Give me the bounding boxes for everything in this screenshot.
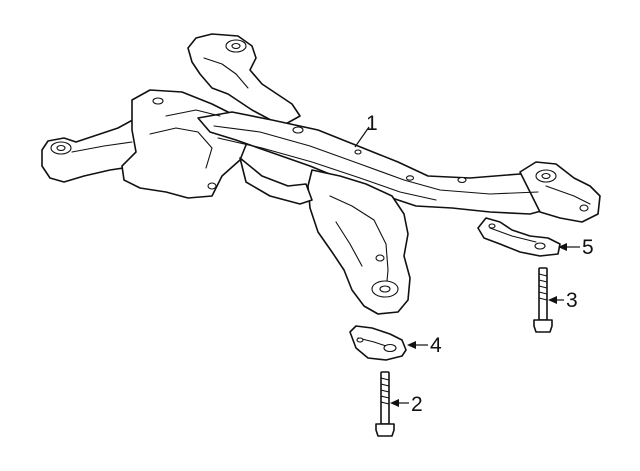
callout-label-5: 5 [582,236,594,259]
callout-3: 3 [548,289,578,312]
front-bracket[interactable] [349,325,407,361]
callout-label-2: 2 [411,393,423,416]
callout-label-1: 1 [366,112,378,135]
callout-label-4: 4 [430,334,442,357]
callout-label-3: 3 [566,289,578,312]
callout-4: 4 [407,334,442,357]
rear-bracket[interactable] [477,217,561,257]
callout-5: 5 [558,236,594,259]
subframe[interactable] [41,33,601,315]
rear-mount-bolt[interactable] [533,267,553,333]
callout-2: 2 [390,393,423,416]
callout-1: 1 [354,112,378,148]
front-mount-bolt[interactable] [375,371,395,437]
